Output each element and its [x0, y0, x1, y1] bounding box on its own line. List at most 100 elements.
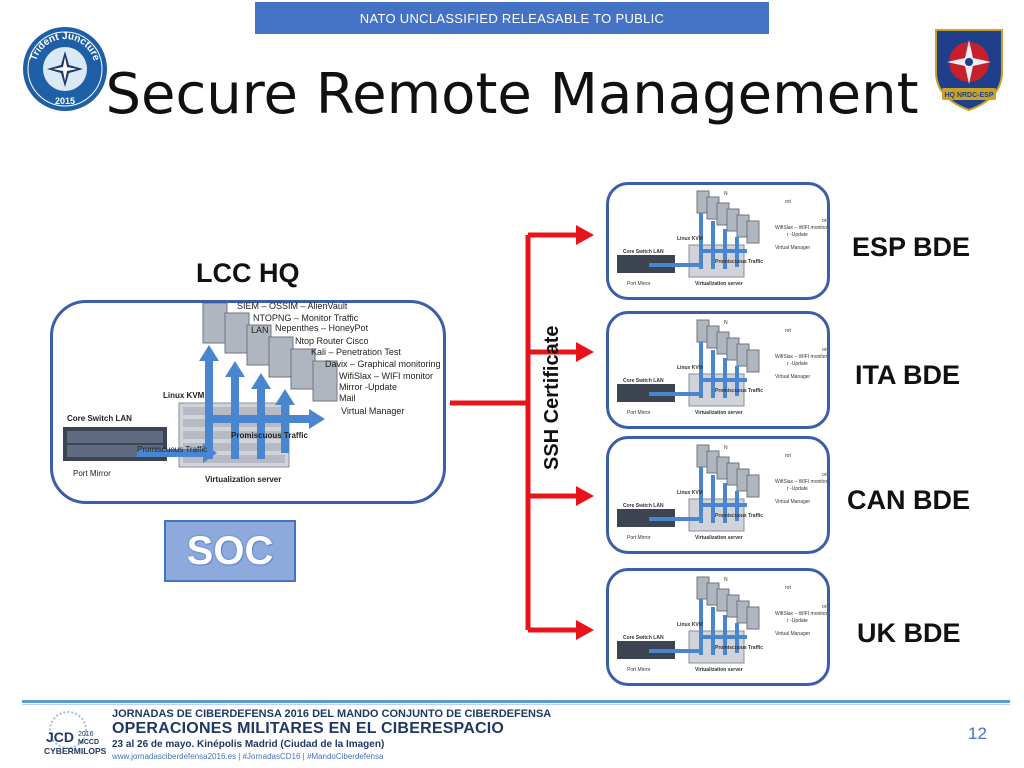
mini-diagram-label: Port Mirror	[627, 535, 651, 541]
bde-diagram-uk: N rot oring WifiSlax – WIFI monitor r -U…	[606, 568, 830, 686]
mini-diagram-label: N	[724, 577, 728, 583]
mini-diagram-label: rot	[785, 328, 791, 334]
mini-diagram-label: WifiSlax – WIFI monitor	[775, 354, 828, 360]
page-title: Secure Remote Management	[105, 62, 919, 127]
mini-diagram-label: Virtual Manager	[775, 374, 811, 380]
mini-diagram-label: Linux KVM	[677, 236, 703, 242]
lcc-hq-title: LCC HQ	[196, 258, 300, 288]
mini-diagram-label: Core Switch LAN	[623, 635, 664, 641]
mini-diagram-label: rot	[785, 585, 791, 591]
logo-mccd-text: MCCD	[78, 739, 99, 746]
mini-diagram-label: WifiSlax – WIFI monitor	[775, 225, 828, 231]
mini-diagram-label: WifiSlax – WIFI monitor	[775, 611, 828, 617]
mini-diagram-label: Linux KVM	[677, 622, 703, 628]
core-switch-label: Core Switch LAN	[67, 414, 132, 423]
mini-graphic	[617, 576, 760, 664]
mini-diagram-label: WifiSlax – WIFI monitor	[775, 479, 828, 485]
mini-graphic	[617, 444, 760, 532]
service-label: Davix – Graphical monitoring	[325, 359, 441, 369]
promiscuous-traffic-label: Promiscuous Traffic	[137, 445, 208, 454]
mini-diagram-label: r -Update	[787, 361, 808, 367]
mini-diagram-label: N	[724, 191, 728, 197]
mini-diagram-label: Promiscuous Traffic	[715, 259, 764, 265]
server-towers-icon	[202, 303, 338, 402]
bde-label-uk: UK BDE	[857, 618, 961, 648]
service-label: Kali – Penetration Test	[311, 347, 401, 357]
bde-label-esp: ESP BDE	[852, 232, 971, 262]
mini-diagram-label: r -Update	[787, 486, 808, 492]
service-label: NTOPNG – Monitor Traffic	[253, 313, 359, 323]
service-label: Ntop Router Cisco	[295, 336, 369, 346]
mini-diagram-label: Virtual Manager	[775, 631, 811, 637]
mini-diagram-label: Port Mirror	[627, 281, 651, 287]
mini-diagram-label: Promiscuous Traffic	[715, 388, 764, 394]
crest-text: HQ NRDC-ESP	[944, 92, 993, 99]
mini-diagram-label: r -Update	[787, 618, 808, 624]
mini-diagram-label: r -Update	[787, 232, 808, 238]
mini-diagram-label: oring	[822, 604, 828, 610]
page-number: 12	[968, 724, 987, 743]
bde-label-can: CAN BDE	[847, 485, 971, 515]
lcc-hq-diagram: SIEM – OSSIM – AlienVault NTOPNG – Monit…	[50, 300, 446, 504]
mini-diagram-label: oring	[822, 472, 828, 478]
service-label: Mirror -Update	[339, 382, 398, 392]
bde-diagram-ita: N rot oring WifiSlax – WIFI monitor r -U…	[606, 311, 830, 429]
mini-diagram-label: Virtualization server	[695, 410, 743, 416]
mini-diagram-label: Core Switch LAN	[623, 249, 664, 255]
mini-diagram-label: Core Switch LAN	[623, 503, 664, 509]
switch-icon	[63, 427, 167, 461]
bde-diagram-esp: N rot oring WifiSlax – WIFI monitor r -U…	[606, 182, 830, 300]
footer-line-2: OPERACIONES MILITARES EN EL CIBERESPACIO	[112, 720, 505, 737]
footer-line-3: 23 al 26 de mayo. Kinépolis Madrid (Ciud…	[112, 739, 385, 750]
mini-diagram-label: Core Switch LAN	[623, 378, 664, 384]
mini-diagram-label: Linux KVM	[677, 365, 703, 371]
service-label: WifiSlax – WIFI monitor	[339, 371, 434, 381]
bde-label-ita: ITA BDE	[855, 360, 960, 390]
mini-diagram-label: N	[724, 320, 728, 326]
service-label: Virtual Manager	[341, 406, 405, 416]
logo-jcd-text: JCD	[46, 729, 74, 745]
service-label: LAN	[251, 325, 269, 335]
footer-line-4: www.jornadasciberdefensa2016.es | #Jorna…	[112, 752, 384, 761]
mini-diagram-label: Promiscuous Traffic	[715, 513, 764, 519]
lcc-hq-graphic	[63, 303, 338, 468]
mini-diagram-label: oring	[822, 218, 828, 224]
ssh-certificate-label: SSH Certificate	[541, 325, 563, 471]
mini-diagram-label: rot	[785, 199, 791, 205]
mini-diagram-label: Virtualization server	[695, 281, 743, 287]
classification-banner: NATO UNCLASSIFIED RELEASABLE TO PUBLIC	[255, 2, 769, 34]
mini-diagram-label: Promiscuous Traffic	[715, 645, 764, 651]
mini-graphic	[617, 190, 760, 278]
mini-diagram-label: Virtual Manager	[775, 245, 811, 251]
connection-arrows	[450, 225, 594, 640]
logo-left-year: 2015	[55, 96, 75, 106]
soc-badge: SOC	[164, 520, 296, 582]
logo-cyber-text: CYBERMILOPS	[44, 746, 107, 756]
footer-divider	[22, 700, 1010, 703]
virtualization-server-label: Virtualization server	[205, 475, 282, 484]
mini-diagram-label: oring	[822, 347, 828, 353]
service-label: SIEM – OSSIM – AlienVault	[237, 301, 348, 311]
traffic-arrows	[137, 345, 325, 463]
promiscuous-traffic-label: Promiscuous Traffic	[231, 431, 308, 440]
service-label: Nepenthes – HoneyPot	[275, 323, 369, 333]
logo-year-text: 2016	[78, 731, 94, 738]
mini-diagram-label: Virtualization server	[695, 667, 743, 673]
mini-diagram-label: Port Mirror	[627, 667, 651, 673]
jcd-cybermilops-logo: JCD 2016 MCCD CYBERMILOPS	[44, 711, 107, 756]
mini-diagram-label: Virtual Manager	[775, 499, 811, 505]
service-label: Mail	[339, 393, 356, 403]
mini-diagram-label: Linux KVM	[677, 490, 703, 496]
mini-diagram-label: Port Mirror	[627, 410, 651, 416]
footer-divider-thin	[22, 704, 1010, 705]
bde-diagram-can: N rot oring WifiSlax – WIFI monitor r -U…	[606, 436, 830, 554]
mini-diagram-label: rot	[785, 453, 791, 459]
mini-diagram-label: Virtualization server	[695, 535, 743, 541]
footer-line-1: JORNADAS DE CIBERDEFENSA 2016 DEL MANDO …	[112, 708, 552, 720]
mini-graphic	[617, 319, 760, 407]
linux-kvm-label: Linux KVM	[163, 391, 205, 400]
port-mirror-label: Port Mirror	[73, 469, 111, 478]
nrdc-esp-crest: HQ NRDC-ESP	[935, 29, 1003, 112]
mini-diagram-label: N	[724, 445, 728, 451]
trident-juncture-logo: Trident Juncture 2015	[23, 27, 107, 111]
